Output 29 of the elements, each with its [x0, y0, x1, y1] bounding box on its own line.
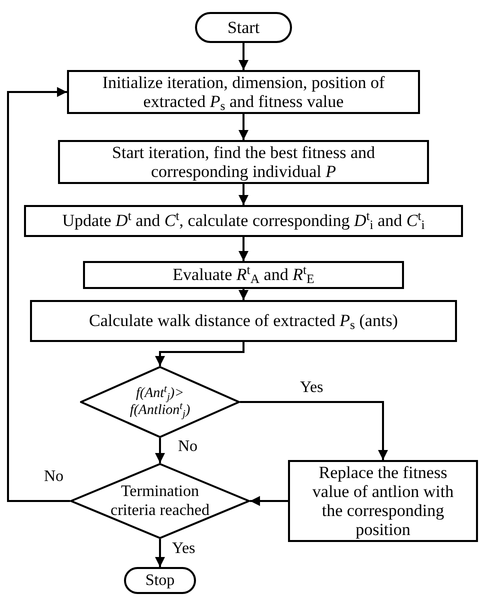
- terminal-pill: [195, 12, 292, 43]
- arrow: [238, 237, 248, 261]
- step-text: Termination criteria reached: [109, 482, 211, 520]
- step-text: Start: [227, 16, 260, 39]
- decision-diamond: [70, 463, 250, 539]
- arrow: [155, 438, 165, 463]
- step-text: Calculate walk distance of extracted P$_{s}$ (ants): [88, 310, 399, 334]
- arrow: [155, 342, 244, 366]
- arrow: [238, 114, 248, 140]
- step-text: f(Ant$^{t}$$_{j}$)> f(Antlion$^{t}$$_{j}$): [128, 385, 192, 419]
- arrow: [250, 496, 288, 506]
- process-box: [288, 460, 478, 542]
- process-box: [58, 140, 429, 184]
- process-box: [83, 261, 404, 289]
- step-text: Initialize iteration, dimension, position of extracted P$_{s}$ and fitness value: [101, 73, 386, 111]
- decision-diamond: [80, 366, 240, 438]
- terminal-pill: [124, 567, 196, 594]
- process-box: [30, 300, 457, 342]
- arrow: [7, 87, 70, 502]
- step-text: Stop: [145, 570, 175, 590]
- arrow: [155, 539, 165, 567]
- process-box: [24, 205, 463, 237]
- step-text: Replace the fitness value of antlion with the corresponding position: [311, 463, 455, 539]
- arrow: [238, 184, 248, 205]
- step-text: Start iteration, find the best fitness and corresponding individual P: [111, 143, 376, 181]
- arrow: [238, 289, 248, 300]
- arrow: [240, 401, 388, 460]
- arrow: [238, 43, 248, 70]
- process-box: [67, 70, 420, 114]
